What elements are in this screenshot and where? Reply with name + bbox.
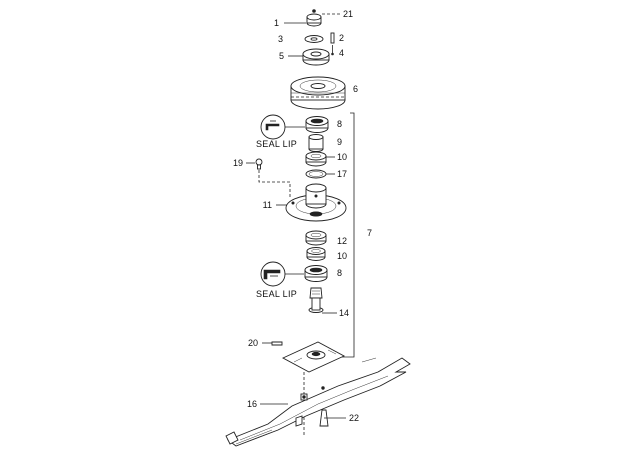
callout-3: 3 <box>278 34 283 44</box>
callout-9: 9 <box>337 137 342 147</box>
part-blade-adapter <box>281 341 346 373</box>
callout-1: 1 <box>274 18 279 28</box>
part-housing-11 <box>285 183 347 222</box>
part-pulley-6 <box>290 76 346 110</box>
part-cone-10-lower <box>306 247 326 261</box>
part-nut-top <box>306 9 322 27</box>
seal-lip-label-lower: SEAL LIP <box>256 289 297 299</box>
callout-12: 12 <box>337 236 347 246</box>
seal-lip-detail-upper <box>260 114 305 140</box>
callout-7: 7 <box>367 228 372 238</box>
part-bearing-8-lower <box>304 265 328 282</box>
callout-16: 16 <box>247 399 257 409</box>
part-blade-16 <box>225 357 411 447</box>
part-washer-3 <box>304 35 324 43</box>
part-fitting-19 <box>255 158 291 198</box>
callout-19: 19 <box>233 158 243 168</box>
part-shaft-14 <box>308 287 324 313</box>
part-bolt-22 <box>319 409 346 427</box>
callout-2: 2 <box>339 33 344 43</box>
part-bearing-8-upper <box>305 116 329 133</box>
callout-8-lower: 8 <box>337 268 342 278</box>
seal-lip-label-upper: SEAL LIP <box>256 139 297 149</box>
callout-4: 4 <box>339 48 344 58</box>
callout-14: 14 <box>339 308 349 318</box>
part-spacer-5 <box>302 48 330 66</box>
part-tube-9 <box>308 134 324 152</box>
callout-10-lower: 10 <box>337 251 347 261</box>
callout-6: 6 <box>353 84 358 94</box>
part-ring-17 <box>305 169 327 179</box>
callout-20: 20 <box>248 338 258 348</box>
callout-8-upper: 8 <box>337 119 342 129</box>
callout-10-upper: 10 <box>337 152 347 162</box>
part-cup-12 <box>305 230 327 246</box>
callout-17: 17 <box>337 169 347 179</box>
seal-lip-detail-lower <box>260 261 304 287</box>
callout-22: 22 <box>349 413 359 423</box>
callout-5: 5 <box>279 51 284 61</box>
bracket-7 <box>340 112 355 358</box>
part-cone-10-upper <box>305 151 327 167</box>
callout-21: 21 <box>343 9 353 19</box>
part-pin-2-4 <box>330 32 335 56</box>
callout-11: 11 <box>263 200 272 210</box>
part-stud-20 <box>262 341 283 346</box>
